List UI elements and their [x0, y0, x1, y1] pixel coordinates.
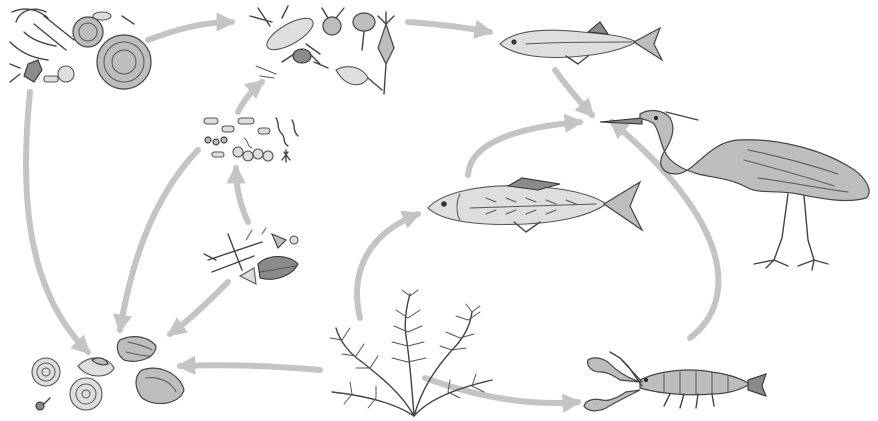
- waterweed-illustration: [322, 288, 508, 418]
- arrow-detritus-to-bacteria: [236, 168, 248, 222]
- arrow-bacteria-to-snails: [120, 150, 198, 330]
- carp-illustration: [426, 178, 644, 234]
- arrow-zooplankton-to-minnow: [408, 22, 490, 32]
- phytoplankton-illustration: [4, 2, 154, 94]
- arrow-phytoplankton-to-snails: [26, 92, 88, 352]
- snails-illustration: [28, 332, 194, 414]
- detritus-illustration: [202, 226, 310, 292]
- zooplankton-illustration: [236, 4, 412, 100]
- arrow-phytoplankton-to-zooplankton: [148, 22, 232, 40]
- bacteria-illustration: [198, 112, 310, 168]
- arrow-waterweed-to-snails: [180, 365, 320, 370]
- arrow-minnow-to-heron: [555, 70, 592, 115]
- arrow-carp-to-heron: [468, 122, 580, 175]
- minnow-illustration: [496, 20, 666, 70]
- crayfish-illustration: [580, 350, 770, 414]
